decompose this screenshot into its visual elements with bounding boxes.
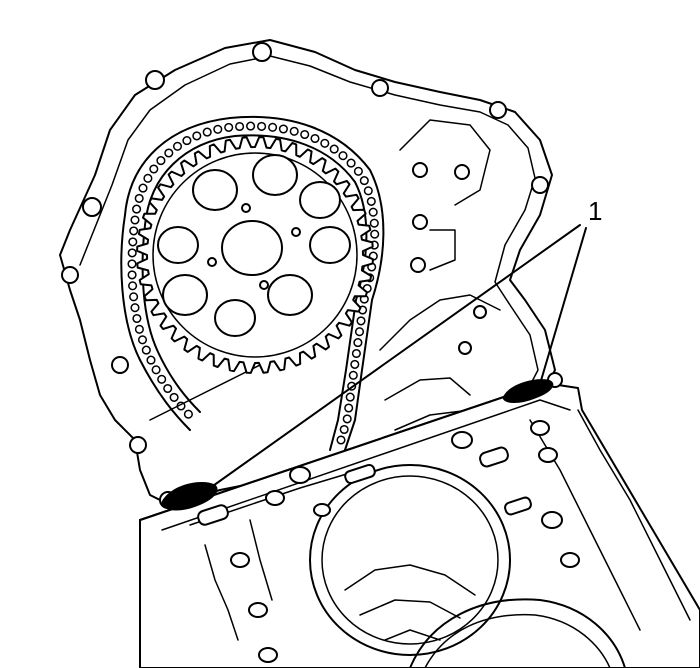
chain-roller	[363, 186, 373, 196]
chain-roller	[202, 127, 212, 137]
chain-roller	[163, 383, 173, 394]
chain-roller	[366, 196, 376, 206]
chain-roller	[127, 259, 137, 269]
chain-roller	[354, 327, 365, 337]
chain-roller	[169, 392, 179, 402]
chain-roller	[128, 237, 138, 247]
chain-roller	[129, 292, 139, 302]
chain-roller	[246, 121, 256, 131]
camshaft-sprocket	[136, 136, 374, 374]
timing-cover	[59, 39, 556, 506]
chain-roller	[356, 316, 366, 326]
sealant-beads	[161, 379, 554, 511]
chain-roller	[146, 355, 156, 365]
chain-roller	[141, 345, 151, 355]
chain-roller	[369, 218, 379, 228]
deck-passages	[197, 420, 580, 663]
chain-roller	[129, 226, 139, 236]
chain-roller	[289, 126, 299, 136]
chain-roller	[350, 359, 360, 369]
sprocket-lightening-holes	[157, 154, 351, 337]
chain-roller	[134, 193, 144, 203]
chain-roller	[132, 313, 142, 324]
chain-roller	[320, 138, 330, 148]
chain-roller	[176, 401, 186, 411]
chain-roller	[353, 166, 363, 176]
chain-roller	[224, 122, 234, 132]
chain-roller	[278, 124, 288, 134]
chain-roller	[347, 381, 357, 391]
sprocket-hub	[221, 220, 283, 276]
sealant-bead-left	[161, 481, 218, 511]
chain-roller	[127, 270, 137, 280]
chain-roller	[359, 176, 369, 186]
chain-roller	[164, 148, 174, 158]
chain-roller	[329, 144, 339, 154]
chain-roller	[157, 374, 167, 384]
chain-roller	[346, 158, 356, 168]
chain-roller	[172, 141, 183, 151]
chain-roller	[151, 365, 161, 375]
chain-roller	[132, 204, 142, 214]
dowel-holes	[410, 162, 470, 273]
cylinder-block-deck	[139, 372, 700, 668]
chain-links	[127, 121, 380, 445]
sealant-bead-right	[502, 379, 554, 403]
chain-roller	[342, 414, 352, 424]
chain-roller	[268, 122, 278, 132]
chain-roller	[130, 215, 140, 225]
chain-roller	[235, 121, 245, 132]
chain-roller	[345, 392, 355, 402]
chain-roller	[257, 121, 267, 131]
callout-leaders	[209, 224, 587, 489]
chain-roller	[370, 229, 380, 239]
chain-roller	[348, 370, 358, 380]
chain-roller	[143, 173, 153, 183]
chain-roller	[128, 281, 138, 291]
chain-roller	[138, 183, 148, 193]
chain-roller	[137, 335, 148, 345]
chain-roller	[127, 248, 137, 258]
chain-roller	[300, 129, 310, 140]
chain-roller	[344, 403, 354, 413]
chain-roller	[310, 133, 320, 144]
chain-roller	[130, 303, 140, 313]
chain-roller	[353, 338, 363, 348]
chain-roller	[213, 124, 223, 134]
chain-roller	[339, 424, 349, 435]
cover-bolt-bosses	[61, 42, 549, 454]
cylinder-bore	[309, 464, 511, 656]
chain-roller	[351, 348, 361, 359]
chain-roller	[192, 131, 202, 141]
chain-roller	[149, 164, 159, 174]
callout-label-1: 1	[588, 196, 602, 226]
chain-roller	[336, 435, 346, 445]
chain-roller	[134, 324, 144, 334]
chain-roller	[182, 136, 192, 146]
chain-roller	[338, 151, 348, 161]
chain-roller	[368, 207, 378, 217]
chain-roller	[156, 156, 166, 166]
chain-roller	[183, 409, 193, 419]
